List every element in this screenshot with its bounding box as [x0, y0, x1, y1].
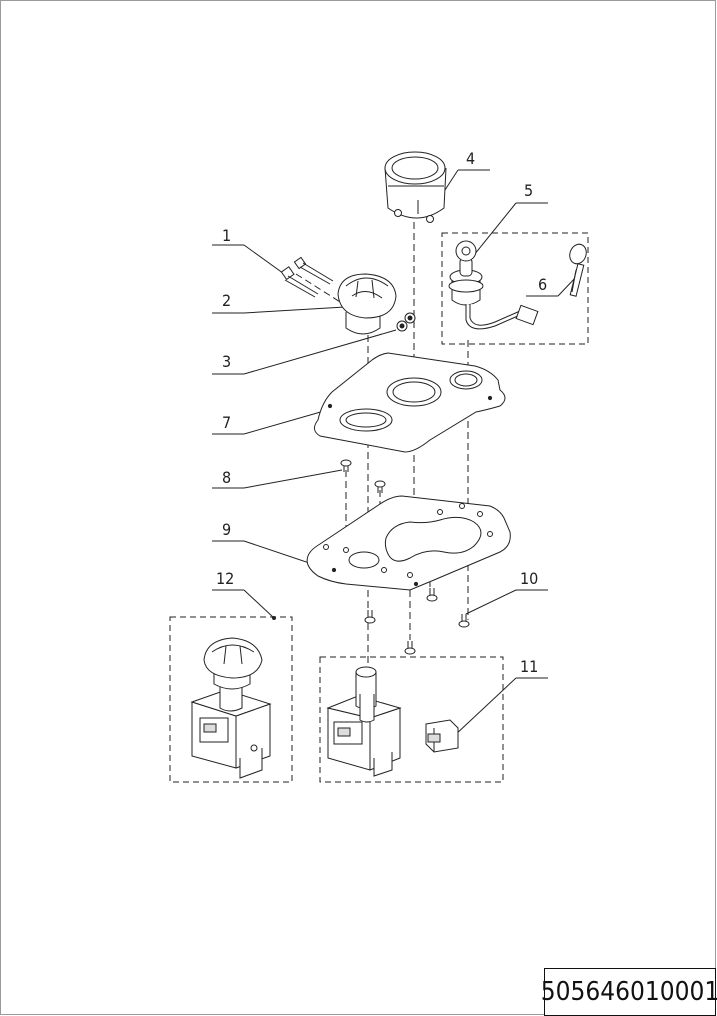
callout-2: 2 [222, 291, 231, 310]
screw-part-10 [364, 588, 470, 655]
callout-group-11: 11 [453, 657, 548, 737]
switch-assembly-part-11 [326, 666, 459, 777]
callout-group-2: 2 [212, 291, 346, 314]
knob-switch-part-12 [190, 637, 272, 779]
callout-9: 9 [222, 520, 231, 539]
callout-group-8: 8 [212, 468, 343, 489]
sub-assembly-boxes [169, 232, 589, 783]
nut-part-3 [396, 312, 416, 332]
callout-5: 5 [524, 181, 533, 200]
callout-4: 4 [466, 149, 475, 168]
gasket-plate-part-7 [314, 352, 506, 453]
bolt-part-1 [280, 256, 334, 298]
assembly-12-box [169, 616, 293, 783]
part-number-box: 505646010001 [540, 968, 717, 1016]
screw-part-8 [340, 459, 386, 493]
callout-1: 1 [222, 226, 231, 245]
callout-8: 8 [222, 468, 231, 487]
callout-group-1: 1 [212, 226, 288, 277]
callout-7: 7 [222, 413, 231, 432]
callout-group-6: 6 [526, 275, 578, 297]
callout-group-12: 12 [212, 569, 276, 620]
callout-12: 12 [216, 569, 234, 588]
callout-3: 3 [222, 352, 231, 371]
key-part-6 [569, 243, 587, 297]
knob-part-2 [337, 273, 397, 335]
mounting-plate-part-9 [306, 495, 511, 591]
callout-11: 11 [520, 657, 538, 676]
key-switch-group-box [441, 232, 589, 345]
callout-group-5: 5 [469, 181, 548, 261]
part-number: 505646010001 [540, 977, 717, 1007]
callout-10: 10 [520, 569, 538, 588]
callout-6: 6 [538, 275, 547, 294]
callout-group-10: 10 [465, 569, 548, 615]
callout-group-3: 3 [212, 329, 397, 375]
key-switch-part-5 [448, 240, 539, 330]
gauge-part-4 [384, 151, 447, 223]
assembly-11-box [319, 656, 504, 783]
